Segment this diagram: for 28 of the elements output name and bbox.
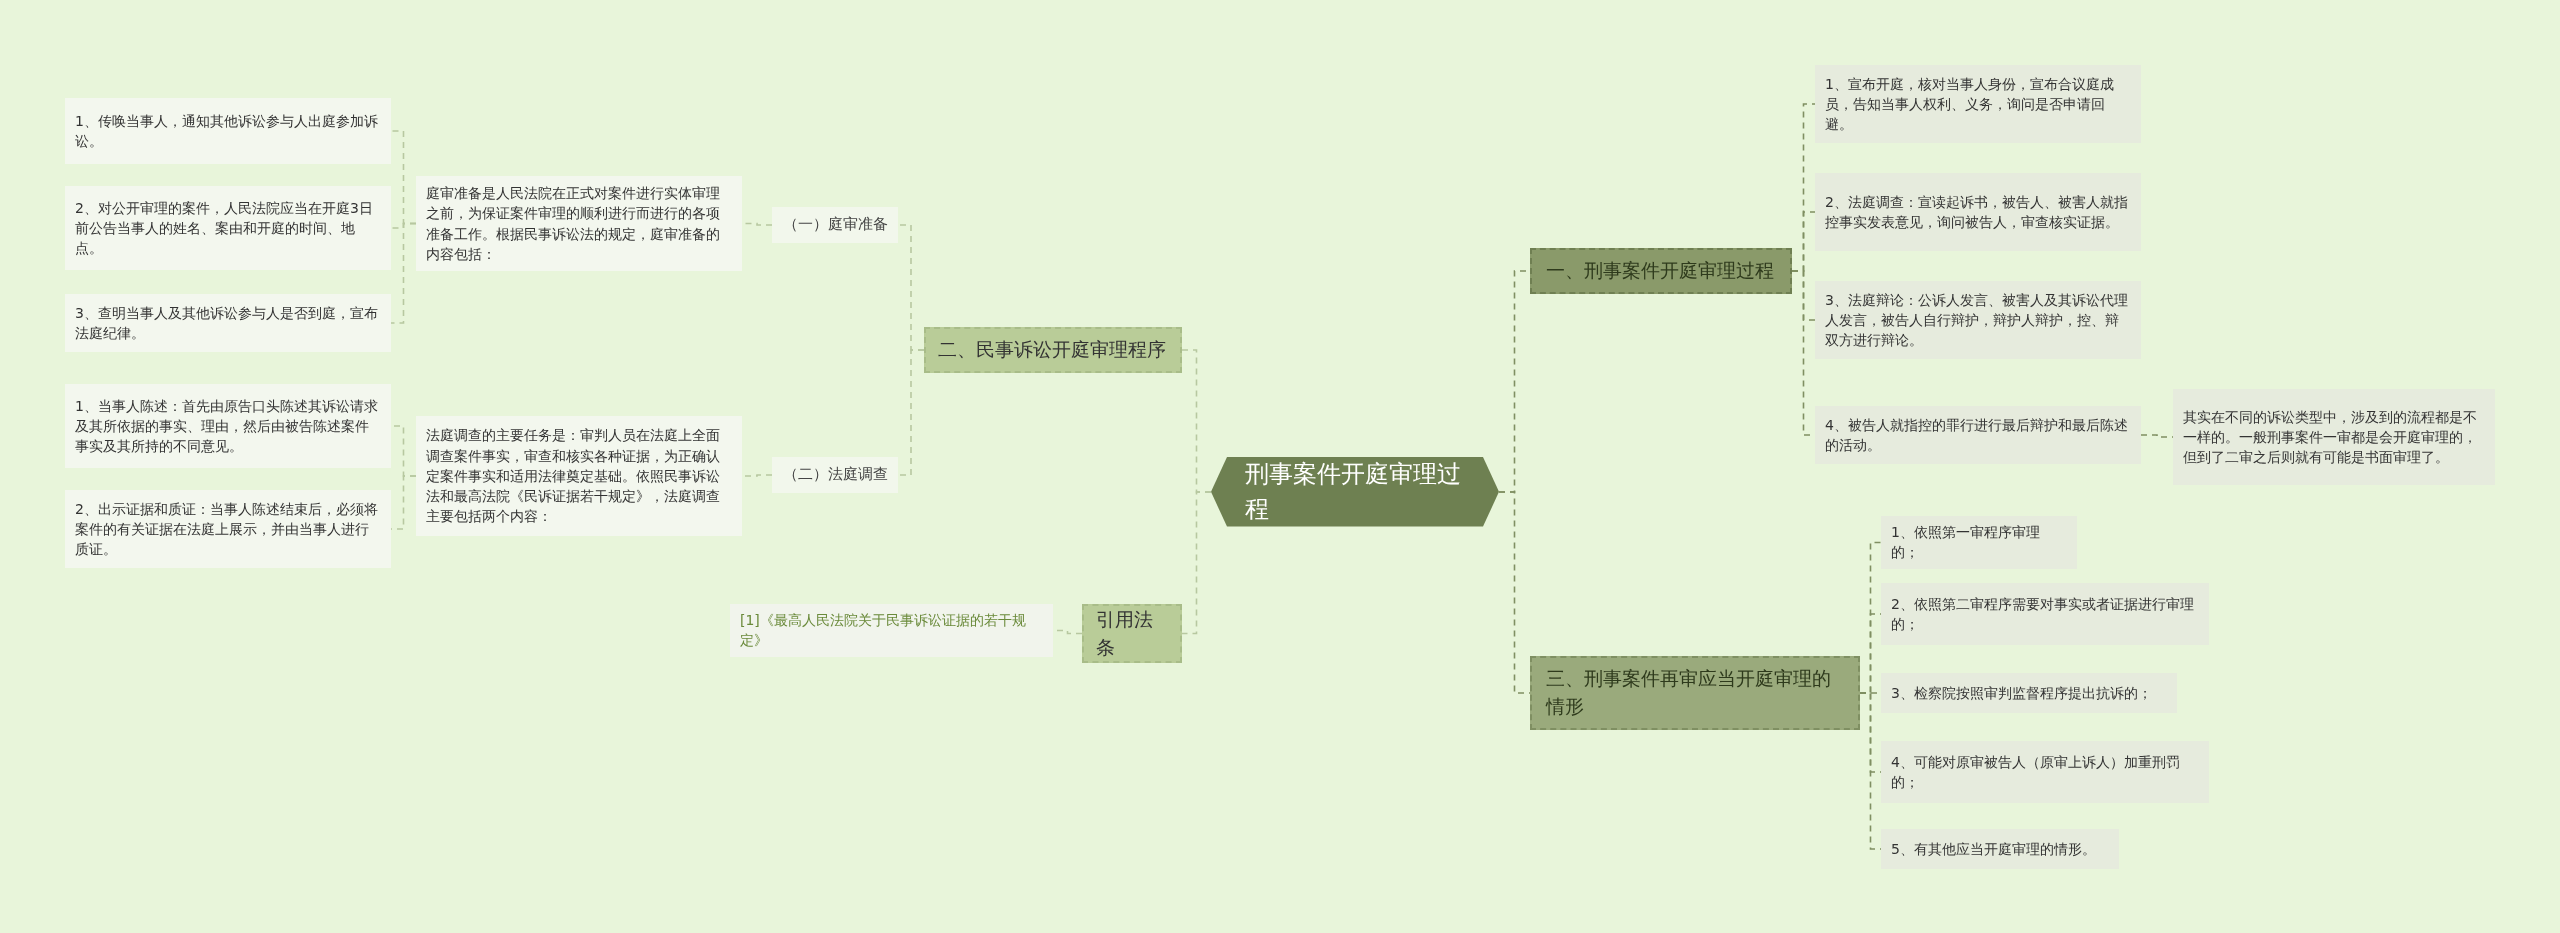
text-box: 4、可能对原审被告人（原审上诉人）加重刑罚的； — [1881, 741, 2209, 803]
text-box: 4、被告人就指控的罪行进行最后辩护和最后陈述的活动。 — [1815, 406, 2141, 464]
connector — [390, 222, 417, 324]
text-box: 2、法庭调查：宣读起诉书，被告人、被害人就指控事实发表意见，询问被告人，审查核实证据。 — [1815, 173, 2141, 251]
text-box: 5、有其他应当开庭审理的情形。 — [1881, 829, 2119, 869]
connector — [897, 349, 925, 476]
text-box: 3、法庭辩论：公诉人发言、被害人及其诉讼代理人发言，被告人自行辩护，辩护人辩护，控、辩双方进行辩论。 — [1815, 281, 2141, 359]
topic-box: 二、民事诉讼开庭审理程序 — [924, 327, 1182, 373]
text-box: 3、查明当事人及其他诉讼参与人是否到庭，宣布法庭纪律。 — [65, 294, 391, 352]
text-box: 1、当事人陈述：首先由原告口头陈述其诉讼请求及其所依据的事实、理由，然后由被告陈述案件事实及其所持的不同意见。 — [65, 384, 391, 468]
text-box: 1、宣布开庭，核对当事人身份，宣布合议庭成员，告知当事人权利、义务，询问是否申请回避。 — [1815, 65, 2141, 143]
topic-box: 引用法条 — [1082, 604, 1182, 664]
text-box: 其实在不同的诉讼类型中，涉及到的流程都是不一样的。一般刑事案件一审都是会开庭审理的，但到了二审之后则就有可能是书面审理了。 — [2173, 389, 2495, 485]
citation-box: [1]《最高人民法院关于民事诉讼证据的若干规定》 — [730, 604, 1053, 657]
text-box: 2、出示证据和质证：当事人陈述结束后，必须将案件的有关证据在法庭上展示，并由当事人进行质证。 — [65, 490, 391, 568]
text-box: 3、检察院按照审判监督程序提出抗诉的； — [1881, 673, 2177, 713]
connector — [1181, 491, 1212, 635]
topic-box: 一、刑事案件开庭审理过程 — [1530, 248, 1792, 294]
text-box: 法庭调查的主要任务是：审判人员在法庭上全面调查案件事实，审查和核实各种证据，为正确认定案件事实和适用法律奠定基础。依照民事诉讼法和最高法院《民诉证据若干规定》，法庭调查主要包括两个内容： — [416, 416, 742, 536]
text-box: 2、依照第二审程序需要对事实或者证据进行审理的； — [1881, 583, 2209, 645]
root-topic: 刑事案件开庭审理过程 — [1211, 457, 1499, 527]
text-box: 1、依照第一审程序审理的； — [1881, 516, 2077, 569]
subtopic-box: （一）庭审准备 — [772, 207, 898, 243]
subtopic-box: （二）法庭调查 — [772, 457, 898, 493]
text-box: 1、传唤当事人，通知其他诉讼参与人出庭参加诉讼。 — [65, 98, 391, 164]
text-box: 庭审准备是人民法院在正式对案件进行实体审理之前，为保证案件审理的顺利进行而进行的各项准备工作。根据民事诉讼法的规定，庭审准备的内容包括： — [416, 176, 742, 271]
topic-box: 三、刑事案件再审应当开庭审理的情形 — [1530, 656, 1860, 730]
text-box: 2、对公开审理的案件，人民法院应当在开庭3日前公告当事人的姓名、案由和开庭的时间、地点。 — [65, 186, 391, 270]
